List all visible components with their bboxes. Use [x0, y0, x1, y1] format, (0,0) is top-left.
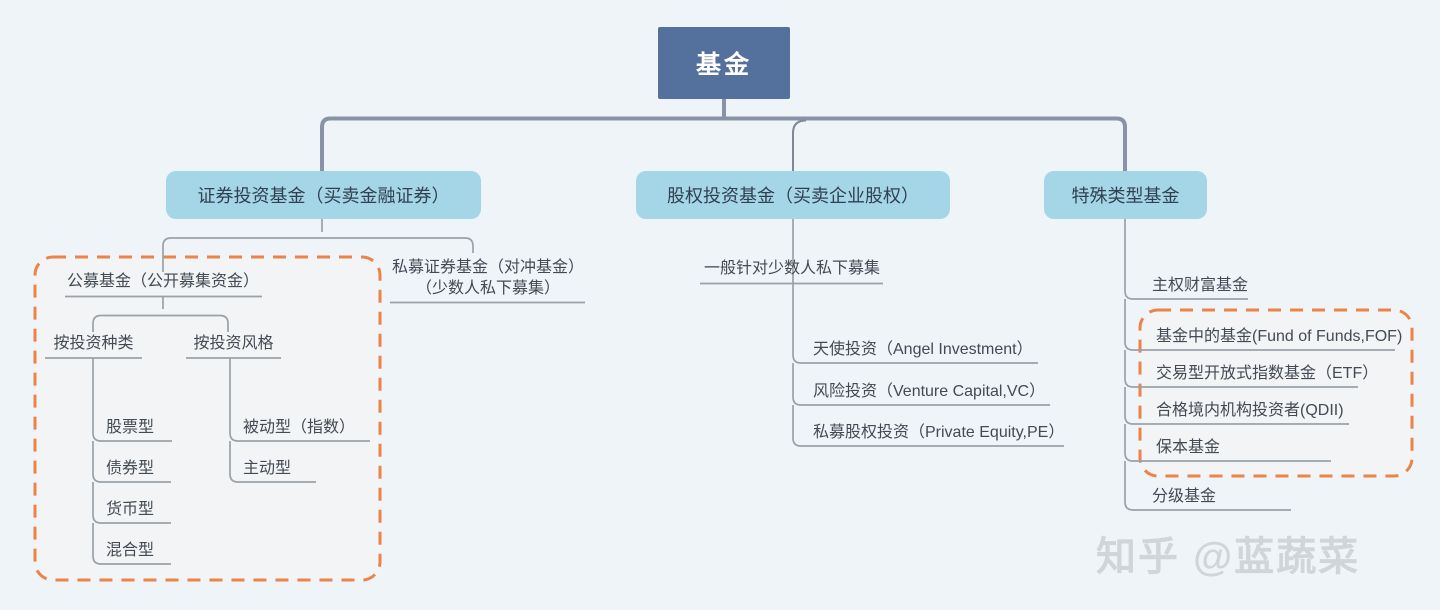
node-by-investment-style: 按投资风格 — [193, 335, 274, 352]
node-private-securities-fund-line2: （少数人私下募集） — [415, 280, 560, 297]
branch-securities-fund: 证券投资基金（买卖金融证券） — [166, 171, 481, 219]
edge-root-bar — [320, 99, 1127, 172]
node-private-securities-fund-line1: 私募证券基金（对冲基金） — [391, 259, 584, 276]
node-private-equity: 私募股权投资（Private Equity,PE） — [813, 424, 1065, 441]
node-hybrid-type: 混合型 — [106, 542, 155, 559]
branch-equity-fund: 股权投资基金（买卖企业股权） — [636, 171, 950, 219]
edge-root-middle-drop — [792, 119, 807, 172]
node-public-offering-fund: 公募基金（公开募集资金） — [66, 273, 259, 290]
node-structured-fund: 分级基金 — [1152, 488, 1217, 505]
node-stock-type: 股票型 — [106, 419, 155, 436]
highlight-box-special-funds — [1138, 308, 1414, 478]
node-angel-investment: 天使投资（Angel Investment） — [813, 341, 1033, 358]
edges-special — [1124, 219, 1395, 511]
node-by-investment-type: 按投资种类 — [53, 335, 134, 352]
node-venture-capital: 风险投资（Venture Capital,VC） — [813, 383, 1046, 400]
edges-equity — [700, 219, 1064, 447]
root-node-fund: 基金 — [658, 27, 790, 99]
node-passive-index-type: 被动型（指数） — [243, 419, 356, 436]
branch-special-fund: 特殊类型基金 — [1044, 171, 1207, 219]
node-private-securities-fund: 私募证券基金（对冲基金） （少数人私下募集） — [378, 257, 598, 301]
node-bond-type: 债券型 — [106, 460, 155, 477]
node-sovereign-wealth-fund: 主权财富基金 — [1152, 277, 1249, 294]
edges-securities — [45, 219, 585, 565]
node-private-placement-note: 一般针对少数人私下募集 — [703, 260, 880, 277]
node-etf-fund: 交易型开放式指数基金（ETF） — [1156, 365, 1379, 382]
highlight-box-public-funds — [33, 255, 382, 582]
zhihu-watermark: 知乎 @蓝蔬菜 — [1096, 535, 1361, 579]
node-qdii-fund: 合格境内机构投资者(QDII) — [1156, 402, 1344, 419]
node-money-market-type: 货币型 — [106, 501, 155, 518]
node-fund-of-funds: 基金中的基金(Fund of Funds,FOF) — [1156, 328, 1403, 345]
node-active-type: 主动型 — [243, 460, 292, 477]
node-principal-protected-fund: 保本基金 — [1156, 439, 1221, 456]
